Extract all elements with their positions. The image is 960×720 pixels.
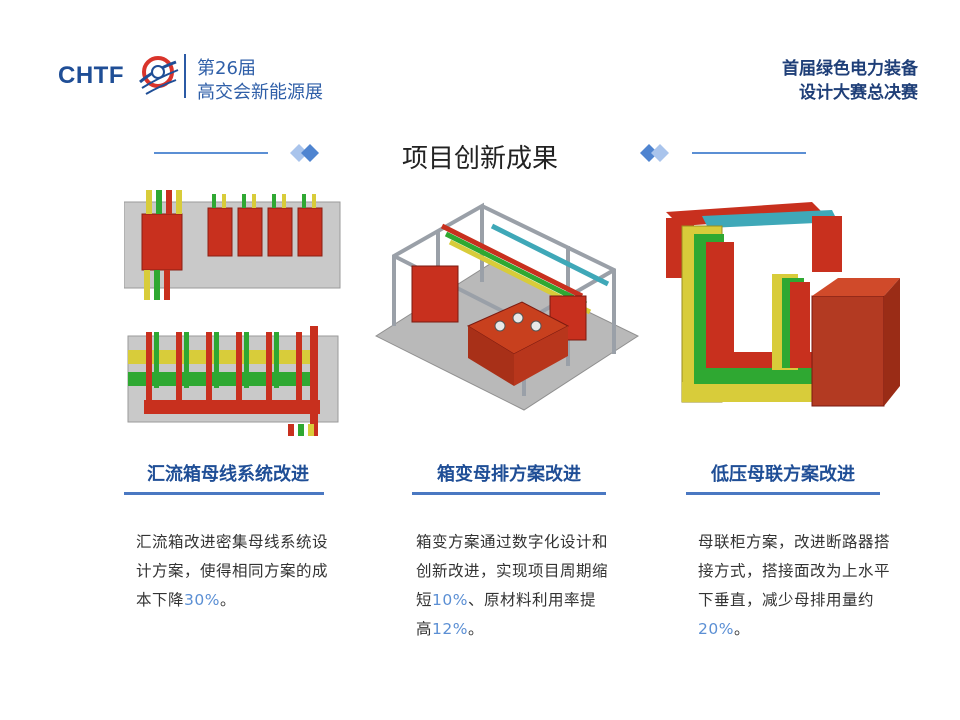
contest-title-line1: 首届绿色电力装备	[782, 59, 918, 79]
card3-body-end: 。	[733, 620, 750, 638]
low-voltage-bus-tie-image	[666, 202, 900, 407]
logo-swirl-icon	[139, 56, 179, 95]
card3-heading: 低压母联方案改进	[711, 464, 855, 485]
title-line-left	[154, 152, 268, 154]
card1-heading: 汇流箱母线系统改进	[147, 464, 309, 485]
card2-highlight-1: 10%	[432, 591, 468, 609]
card1-body-text: 汇流箱改进密集母线系统设计方案，使得相同方案的成本下降	[136, 533, 329, 609]
card3-highlight: 20%	[698, 620, 734, 638]
card1-underline	[124, 492, 324, 495]
card2-highlight-2: 12%	[432, 620, 468, 638]
card1-highlight: 30%	[184, 591, 220, 609]
expo-edition: 第26届	[197, 58, 256, 79]
header-divider	[184, 54, 186, 98]
card2-underline	[412, 492, 606, 495]
logo-text: CHTF	[58, 62, 124, 89]
contest-title-line2: 设计大赛总决赛	[799, 83, 918, 103]
section-title: 项目创新成果	[401, 144, 558, 174]
diamond-right-icon	[640, 144, 669, 162]
card3-underline	[686, 492, 880, 495]
diamond-left-icon	[290, 144, 319, 162]
card2-body-end: 。	[467, 620, 484, 638]
combiner-box-busbar-image	[124, 190, 341, 436]
card2-body: 箱变方案通过数字化设计和创新改进，实现项目周期缩短10%、原材料利用率提高12%…	[416, 528, 608, 644]
card3-body-text: 母联柜方案，改进断路器搭接方式，搭接面改为上水平下垂直，减少母排用量约	[698, 533, 891, 609]
title-line-right	[692, 152, 806, 154]
chtf-logo: CHTF	[58, 52, 182, 100]
card3-body: 母联柜方案，改进断路器搭接方式，搭接面改为上水平下垂直，减少母排用量约 20%。	[698, 528, 890, 644]
box-transformer-busbar-image	[374, 202, 640, 411]
card1-body: 汇流箱改进密集母线系统设计方案，使得相同方案的成本下降30%。	[136, 528, 328, 615]
card1-body-end: 。	[219, 591, 236, 609]
card2-body-text: 箱变方案通过数字化设计和创新改进，实现项目周期缩短	[416, 533, 609, 609]
expo-name: 高交会新能源展	[197, 82, 323, 103]
card2-heading: 箱变母排方案改进	[437, 464, 581, 485]
card2-body-mid: 、原材料利用率提高	[416, 591, 596, 638]
